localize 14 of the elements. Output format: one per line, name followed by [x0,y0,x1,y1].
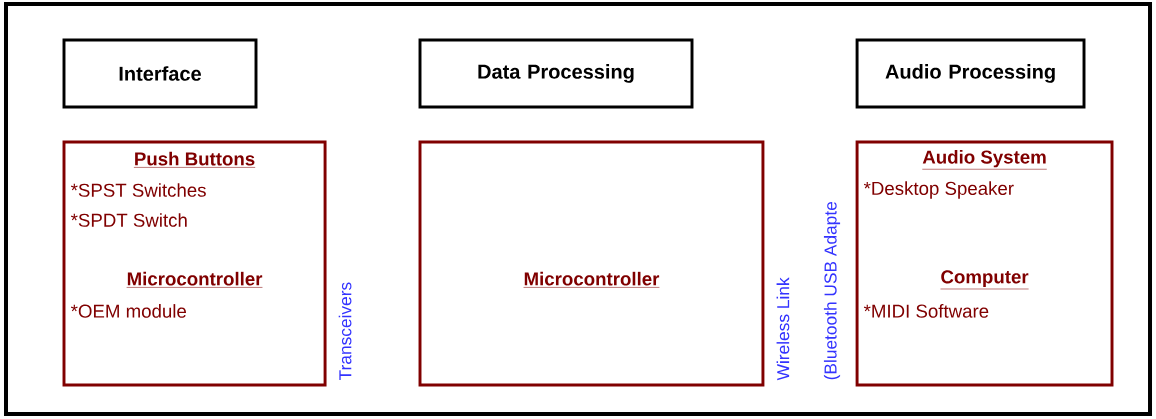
heading-box: Interface [62,38,258,109]
item-text: *OEM module [70,304,186,318]
section-heading: Microcontroller [126,271,263,288]
vertical-label: (Bluetooth USB Adapte [823,202,841,380]
section-heading: Computer [940,270,1029,290]
item-text: *SPST Switches [70,183,206,197]
item-text: *Desktop Speaker [863,181,1014,199]
item-text: *MIDI Software [863,304,989,318]
item-text: *SPDT Switch [70,213,187,227]
heading-box: Audio Processing [855,38,1086,109]
heading-box: Data Processing [418,38,694,109]
section-heading: Microcontroller [523,271,660,288]
section-heading: Push Buttons [133,151,256,168]
section-heading: Audio System [922,150,1048,170]
